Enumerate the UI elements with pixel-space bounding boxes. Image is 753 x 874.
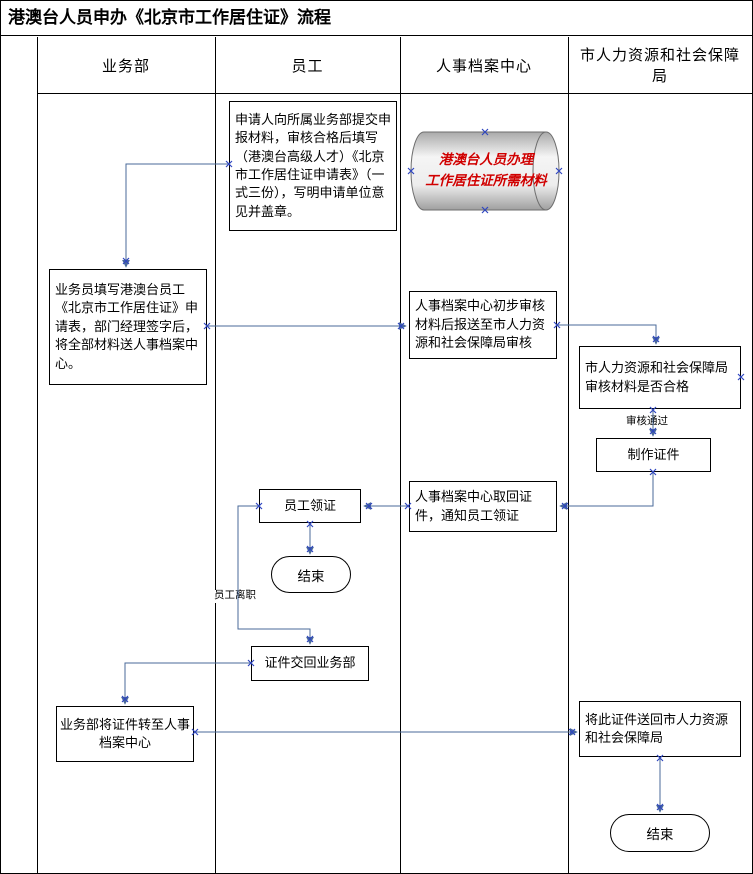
node-archive-retrieve: 人事档案中心取回证件，通知员工领证	[409, 481, 557, 532]
lane-header-label: 员工	[291, 58, 324, 75]
node-text: 市人力资源和社会保障局审核材料是否合格	[585, 360, 729, 394]
node-text: 结束	[297, 568, 325, 584]
node-text: 业务部将证件转至人事档案中心	[60, 716, 191, 750]
node-text: 证件交回业务部	[264, 655, 356, 671]
node-archive-review: 人事档案中心初步审核材料后报送至市人力资源和社会保障局审核	[409, 291, 557, 359]
node-make-cert: 制作证件	[596, 438, 711, 472]
node-dept-transfer: 业务部将证件转至人事档案中心	[56, 706, 194, 762]
cylinder-line-1: 港澳台人员办理	[438, 152, 534, 168]
band-divider	[37, 37, 38, 873]
node-fill-form: 业务员填写港澳台员工《北京市工作居住证》申请表，部门经理签字后，将全部材料送人事…	[49, 269, 207, 385]
node-end-2: 结束	[610, 814, 710, 852]
lane-header-label: 人事档案中心	[435, 58, 532, 75]
lane-header-archive-center: 人事档案中心	[400, 37, 568, 93]
lane-header-employee: 员工	[215, 37, 400, 93]
node-text: 业务员填写港澳台员工《北京市工作居住证》申请表，部门经理签字后，将全部材料送人事…	[55, 281, 199, 371]
node-send-back: 将此证件送回市人力资源和社会保障局	[579, 701, 741, 757]
node-text: 人事档案中心初步审核材料后报送至市人力资源和社会保障局审核	[415, 298, 546, 351]
lane-header-label: 业务部	[101, 58, 150, 75]
lane-header-business-dept: 业务部	[37, 37, 215, 93]
node-bureau-review: 市人力资源和社会保障局审核材料是否合格	[579, 346, 741, 409]
node-text: 制作证件	[627, 446, 680, 462]
cylinder-line-2: 工作居住证所需材料	[425, 173, 547, 188]
flowchart-title: 港澳台人员申办《北京市工作居住证》流程	[1, 1, 752, 36]
node-apply-info: 申请人向所属业务部提交申报材料，审核合格后填写（港澳台高级人才）《北京市工作居住…	[229, 101, 397, 231]
node-text: 员工领证	[283, 497, 336, 513]
lane-divider-3	[568, 37, 569, 873]
edge-label-employee-leave: 员工离职	[213, 590, 257, 603]
node-text: 申请人向所属业务部提交申报材料，审核合格后填写（港澳台高级人才）《北京市工作居住…	[235, 111, 392, 219]
node-return-cert: 证件交回业务部	[251, 646, 369, 681]
node-employee-receive: 员工领证	[259, 489, 361, 523]
lane-header-divider	[37, 93, 752, 94]
edge-label-review-pass: 审核通过	[625, 416, 669, 429]
lane-divider-2	[400, 37, 401, 873]
node-end-1: 结束	[271, 556, 351, 593]
lane-divider-1	[215, 37, 216, 873]
node-text: 人事档案中心取回证件，通知员工领证	[415, 489, 533, 523]
node-text: 结束	[646, 827, 674, 842]
materials-cylinder-label: 港澳台人员办理 工作居住证所需材料	[413, 147, 559, 195]
lane-header-label: 市人力资源和社会保障局	[580, 48, 741, 85]
node-text: 将此证件送回市人力资源和社会保障局	[585, 711, 729, 745]
lane-header-hr-bureau: 市人力资源和社会保障局	[568, 37, 752, 93]
